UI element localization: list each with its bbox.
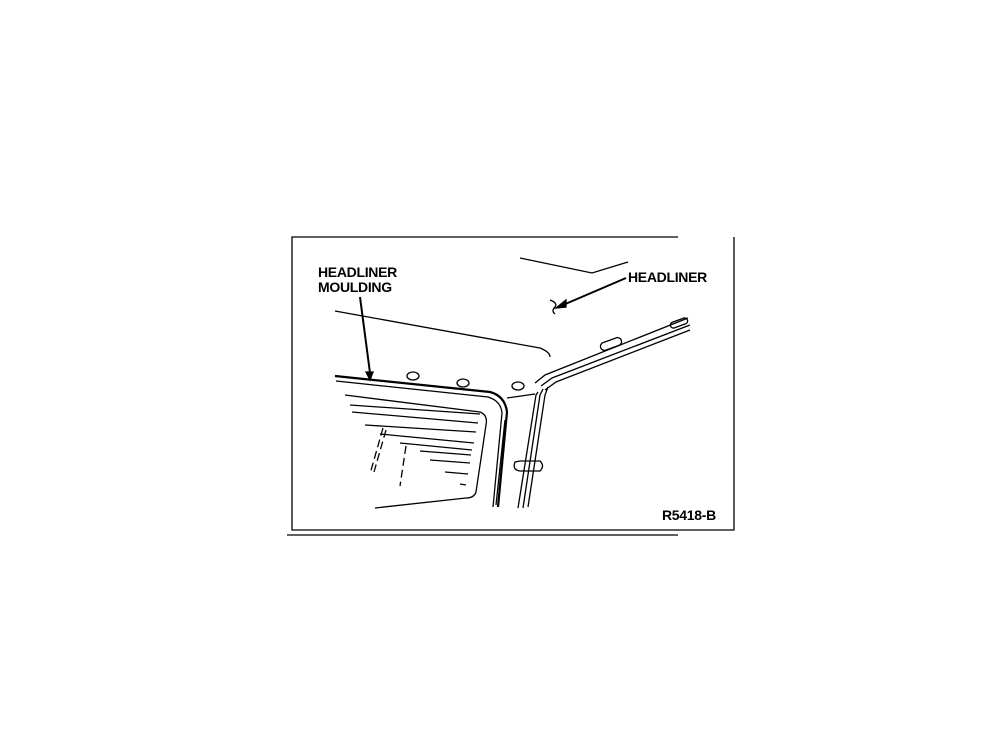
headliner-moulding-label: HEADLINER MOULDING [318,265,397,295]
moulding-arrow [359,296,374,382]
headliner-label: HEADLINER [628,269,707,285]
roof-outline [334,257,629,358]
label-line-2: MOULDING [318,279,392,295]
headliner-moulding [334,374,509,508]
label-line-1: HEADLINER [318,264,397,280]
moulding-clips [406,371,525,391]
figure-code: R5418-B [662,507,716,523]
frame [287,236,735,536]
rear-window-glass [344,394,488,509]
headliner-arrow [549,277,627,315]
pillar-and-rail [506,317,691,509]
